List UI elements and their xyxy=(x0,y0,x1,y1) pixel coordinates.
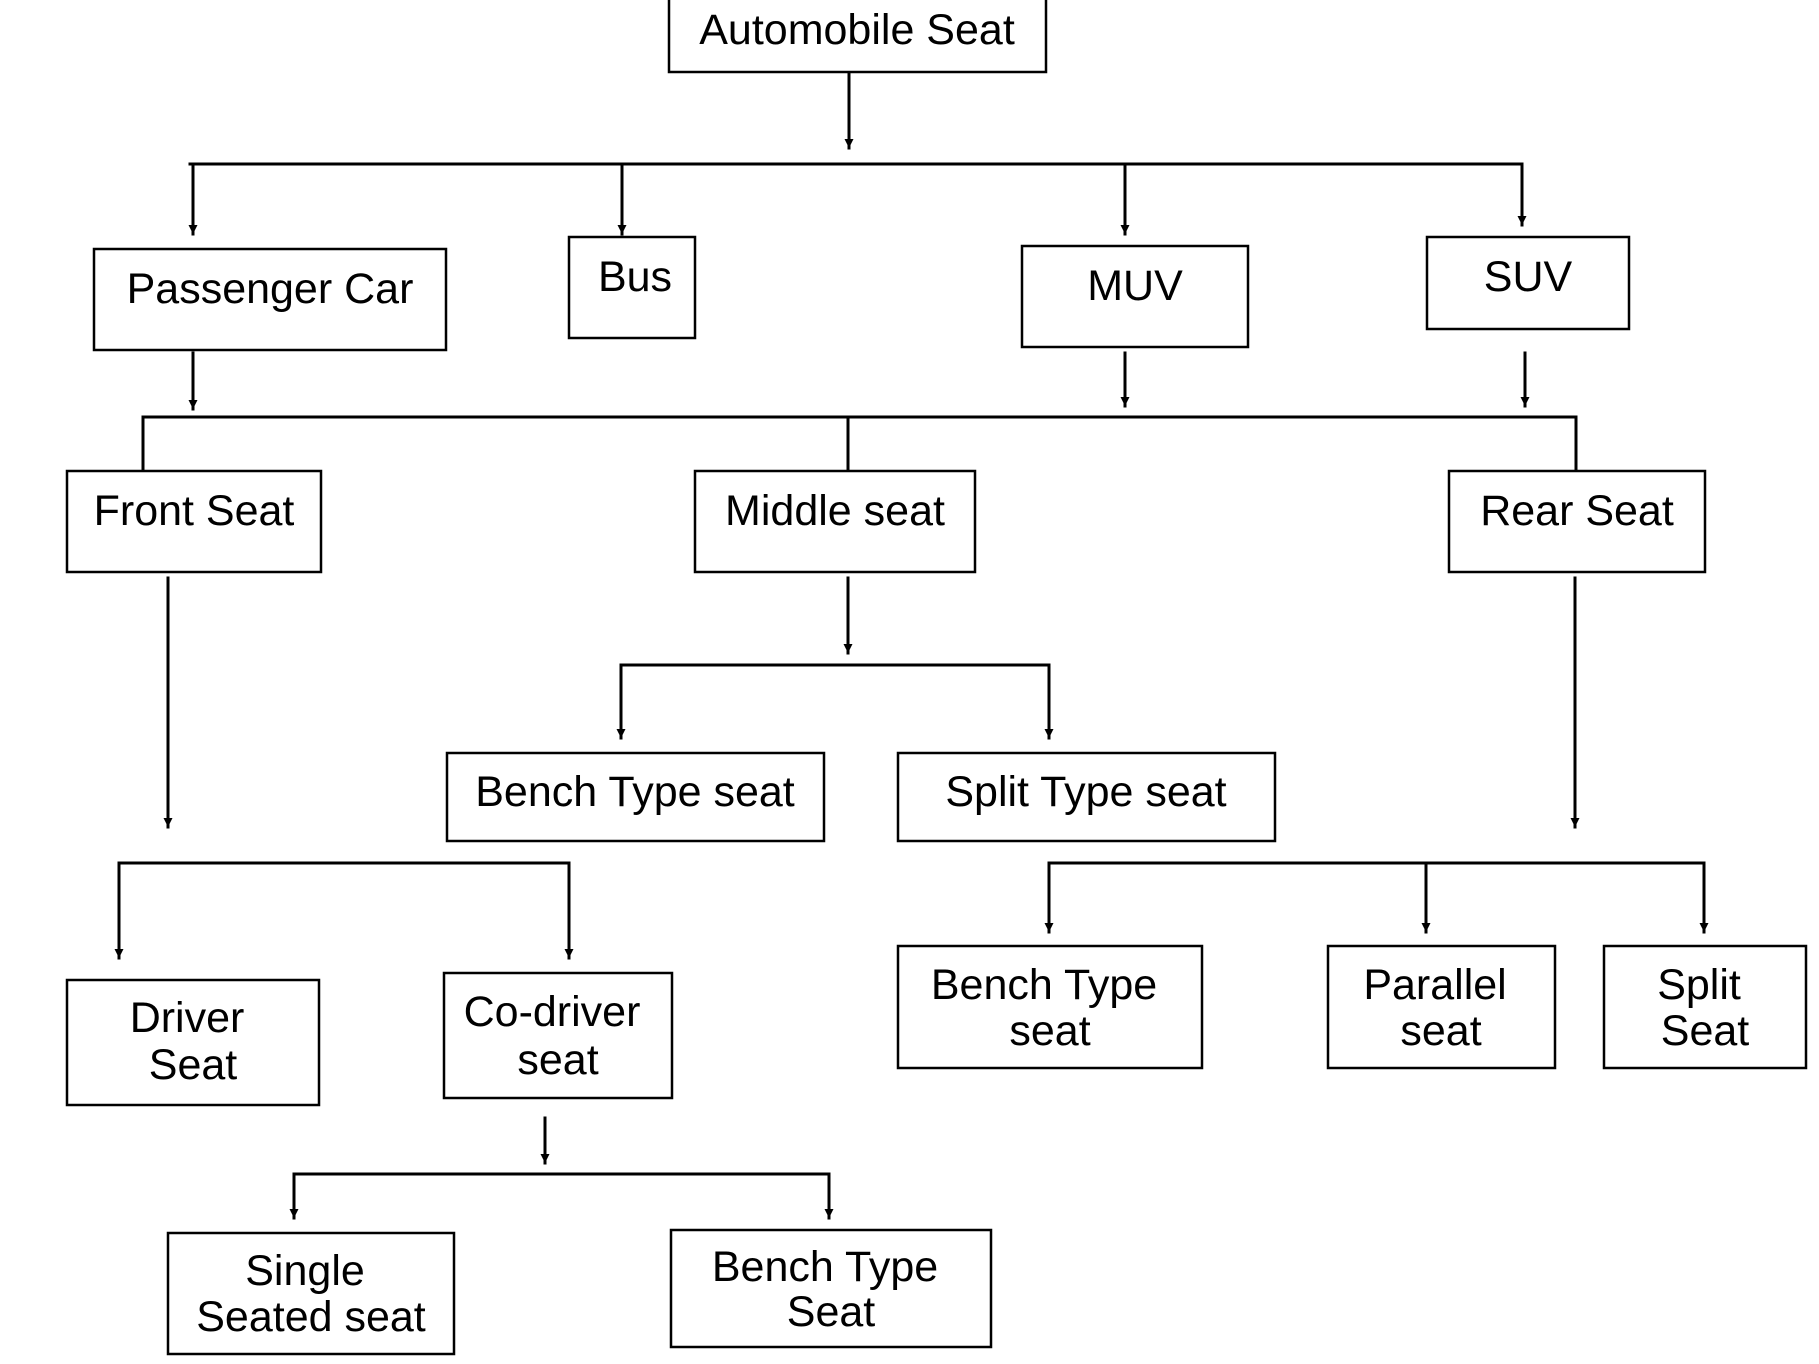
node-label-line: Bench Type seat xyxy=(475,768,795,816)
node-rear-seat: Rear Seat xyxy=(1447,469,1707,574)
node-label-line: Bus xyxy=(598,253,672,301)
node-muv: MUV xyxy=(1020,244,1250,349)
svg-text:Bench Type seat: Bench Type seat xyxy=(475,768,795,816)
node-co-driver-seat: Co-driver seat xyxy=(442,971,674,1100)
svg-text:Front Seat: Front Seat xyxy=(94,487,295,535)
node-label-line: Co-driver xyxy=(464,988,641,1036)
node-label-line: Bench Type xyxy=(931,961,1157,1009)
node-label-line: Front Seat xyxy=(94,487,295,535)
diagram-nodes: Automobile Seat Passenger Car Bus MUV SU… xyxy=(65,0,1808,1356)
svg-text:SUV: SUV xyxy=(1484,253,1573,301)
node-label-line: Bench Type xyxy=(712,1243,938,1291)
node-co-driver-bench-type-seat: Bench Type Seat xyxy=(669,1228,993,1349)
svg-text:Bench Type seat: Bench Type seat xyxy=(931,961,1169,1055)
node-label-line: Parallel xyxy=(1363,961,1506,1009)
node-rear-parallel-seat: Parallel seat xyxy=(1326,944,1557,1070)
node-label-line: SUV xyxy=(1484,253,1573,301)
node-label-line: seat xyxy=(1009,1007,1090,1055)
svg-text:Middle seat: Middle seat xyxy=(725,487,945,535)
node-label-line: Passenger Car xyxy=(127,265,414,313)
svg-text:Automobile Seat: Automobile Seat xyxy=(699,6,1015,54)
svg-text:Bench Type Seat: Bench Type Seat xyxy=(712,1243,950,1336)
node-automobile-seat: Automobile Seat xyxy=(667,0,1048,74)
connector-lines xyxy=(114,71,1709,1220)
node-label-line: Seat xyxy=(149,1041,238,1089)
node-suv: SUV xyxy=(1425,235,1631,331)
node-passenger-car: Passenger Car xyxy=(92,247,448,352)
node-label-line: Seated seat xyxy=(196,1293,426,1341)
node-label-line: Split xyxy=(1657,961,1741,1009)
node-label-line: Single xyxy=(245,1247,365,1295)
node-label-line: seat xyxy=(1400,1007,1481,1055)
node-driver-seat: Driver Seat xyxy=(65,978,321,1107)
node-bus: Bus xyxy=(567,235,697,340)
node-label-line: Seat xyxy=(1661,1007,1750,1055)
node-single-seated-seat: Single Seated seat xyxy=(166,1231,456,1356)
node-label-line: Driver xyxy=(130,994,245,1042)
node-middle-bench-type-seat: Bench Type seat xyxy=(445,751,826,843)
node-label-line: Seat xyxy=(787,1288,876,1336)
svg-text:Split Type seat: Split Type seat xyxy=(945,768,1226,816)
node-label-line: Automobile Seat xyxy=(699,6,1015,54)
svg-text:Co-driver seat: Co-driver seat xyxy=(464,988,653,1084)
svg-text:Parallel seat: Parallel seat xyxy=(1363,961,1518,1055)
node-label-line: MUV xyxy=(1087,262,1183,310)
svg-text:Rear Seat: Rear Seat xyxy=(1480,487,1674,535)
node-label-line: Rear Seat xyxy=(1480,487,1674,535)
svg-text:Single Seated seat: Single Seated seat xyxy=(196,1247,426,1341)
node-middle-split-type-seat: Split Type seat xyxy=(896,751,1277,843)
svg-text:Driver Seat: Driver Seat xyxy=(130,994,257,1089)
node-rear-split-seat: Split Seat xyxy=(1602,944,1808,1070)
svg-text:Passenger Car: Passenger Car xyxy=(127,265,414,313)
node-label-line: Split Type seat xyxy=(945,768,1226,816)
svg-text:MUV: MUV xyxy=(1087,262,1183,310)
svg-text:Split Seat: Split Seat xyxy=(1657,961,1753,1055)
svg-text:Bus: Bus xyxy=(598,253,672,301)
node-label-line: Middle seat xyxy=(725,487,945,535)
node-middle-seat: Middle seat xyxy=(693,469,977,574)
node-front-seat: Front Seat xyxy=(65,469,323,574)
node-label-line: seat xyxy=(517,1036,598,1084)
node-rear-bench-type-seat: Bench Type seat xyxy=(896,944,1204,1070)
